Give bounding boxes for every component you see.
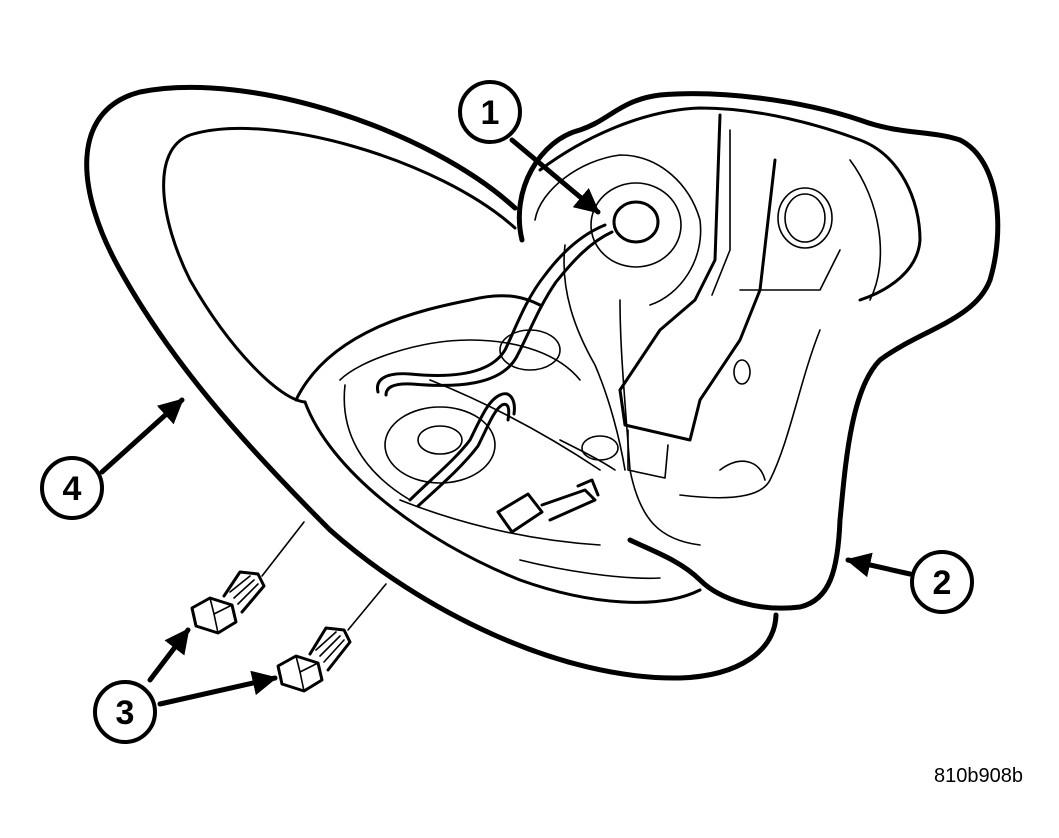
- callout-3-number: 3: [116, 694, 135, 732]
- mounting-nut-lower: [276, 583, 387, 693]
- callout-1-arrow: [509, 137, 601, 215]
- callout-2-circle: [910, 550, 974, 614]
- figure-code: 810b908b: [934, 765, 1023, 787]
- callout-2-number: 2: [933, 564, 952, 602]
- hub-connector: [496, 478, 600, 534]
- steering-wheel-rim: [84, 84, 779, 681]
- air-bag-module: [516, 91, 1001, 611]
- callout-4: 4: [40, 456, 104, 520]
- callout-1-number: 1: [481, 94, 500, 132]
- callout-4-arrow: [99, 397, 185, 475]
- callout-1-circle: [458, 80, 522, 144]
- callout-1: 1: [458, 80, 522, 144]
- steering-wheel-hub: [339, 329, 661, 580]
- callout-3-circle: [93, 680, 157, 744]
- callout-2-arrow: [845, 552, 913, 578]
- callout-arrows: [99, 137, 913, 707]
- callout-3-arrow-upper: [147, 627, 191, 683]
- clockspring-wire: [375, 223, 626, 508]
- callout-4-number: 4: [63, 470, 82, 508]
- callout-3-arrow-lower: [157, 670, 278, 707]
- mounting-nut-upper: [190, 521, 305, 635]
- callout-4-circle: [40, 456, 104, 520]
- callout-2: 2: [910, 550, 974, 614]
- callout-3: 3: [93, 680, 157, 744]
